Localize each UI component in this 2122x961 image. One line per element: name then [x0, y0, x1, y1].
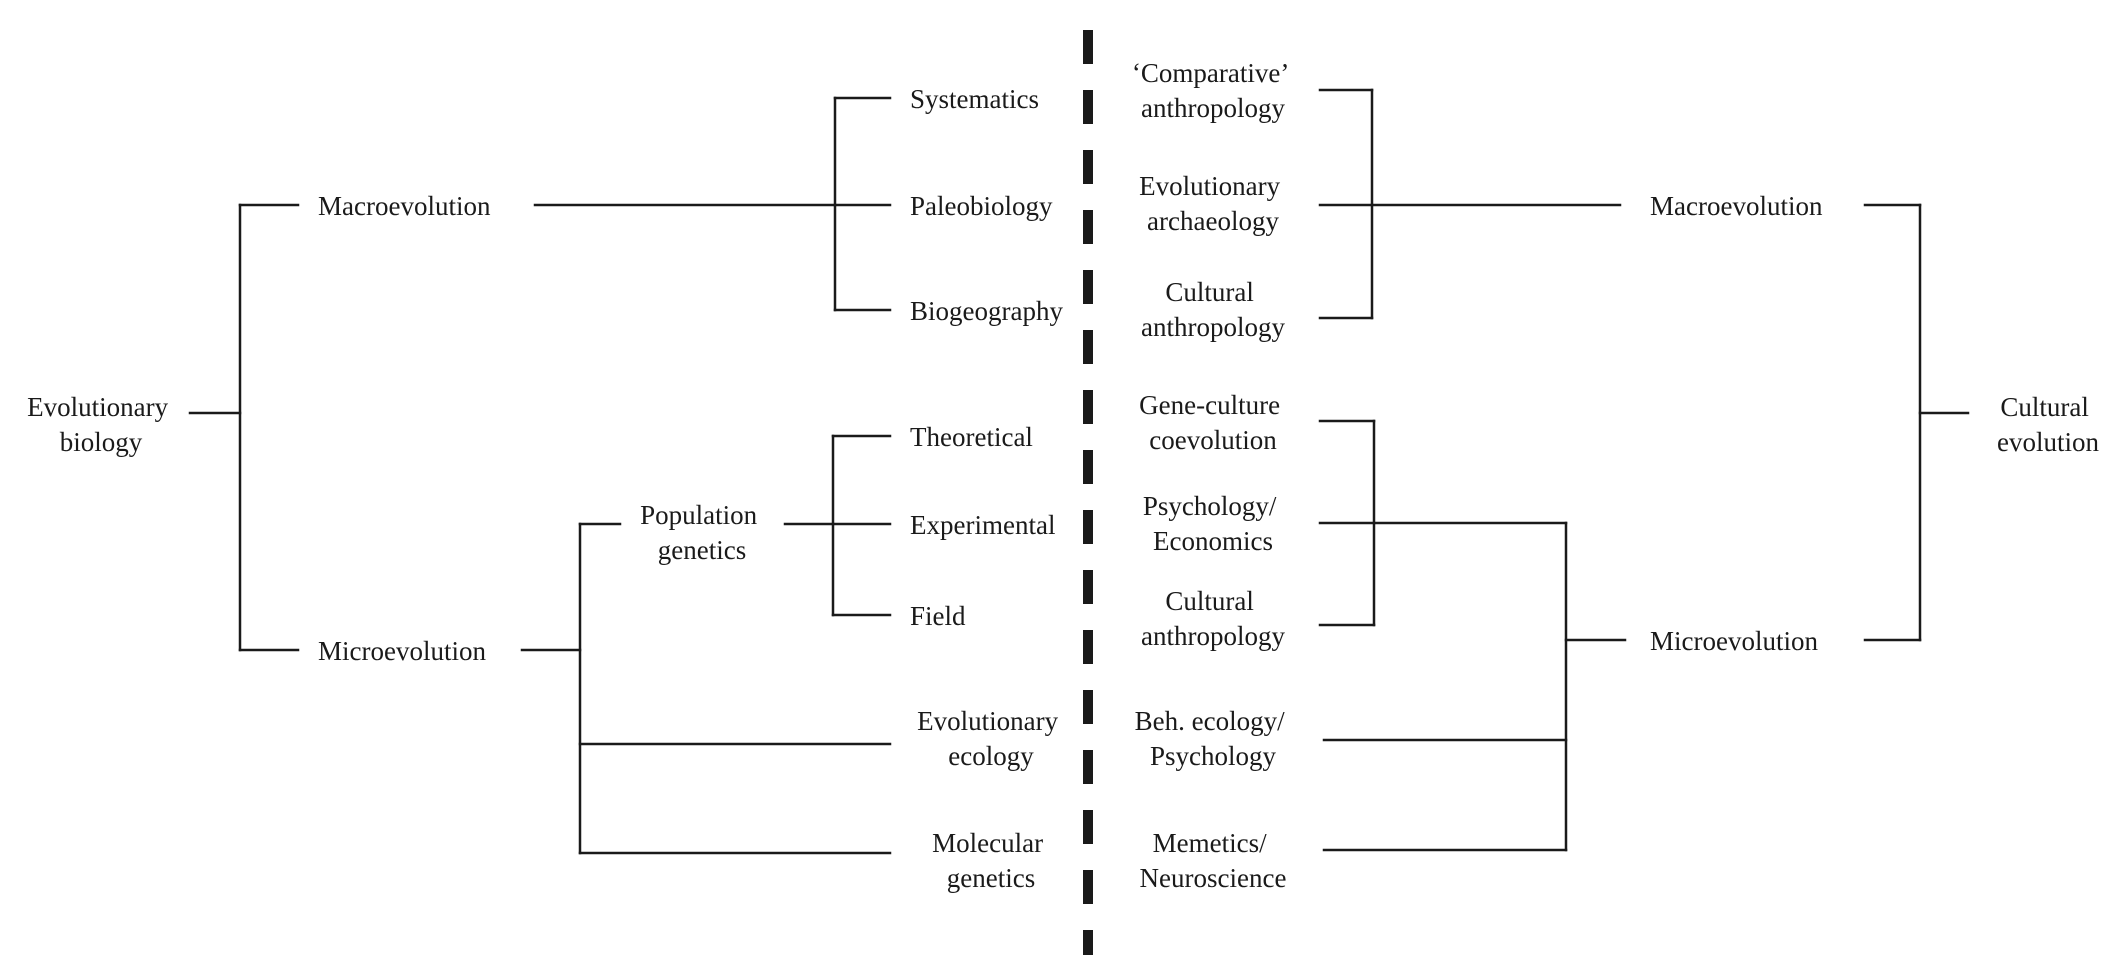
node-molecular-genetics: Molecular genetics [932, 828, 1050, 893]
node-line: Psychology [1150, 741, 1277, 771]
node-psychology-economics: Psychology/ Economics [1143, 491, 1283, 556]
node-line: Evolutionary [27, 392, 168, 422]
node-systematics: Systematics [910, 84, 1039, 114]
node-population-genetics: Population genetics [640, 500, 764, 565]
node-line: Neuroscience [1140, 863, 1287, 893]
node-line: genetics [947, 863, 1035, 893]
node-evolutionary-archaeology: Evolutionary archaeology [1139, 171, 1287, 236]
node-line: Evolutionary [917, 706, 1058, 736]
node-line: Evolutionary [1139, 171, 1280, 201]
node-line: anthropology [1141, 312, 1285, 342]
node-line: Psychology/ [1143, 491, 1277, 521]
node-line: archaeology [1147, 206, 1279, 236]
node-paleobiology: Paleobiology [910, 191, 1053, 221]
node-line: biology [60, 427, 143, 457]
node-biogeography: Biogeography [910, 296, 1063, 326]
node-memetics-neuroscience: Memetics/ Neuroscience [1140, 828, 1287, 893]
node-theoretical: Theoretical [910, 422, 1033, 452]
right-labels: ‘Comparative’ anthropology Evolutionary … [1132, 58, 2100, 893]
left-labels: Evolutionary biology Macroevolution Micr… [27, 84, 1065, 893]
node-line: coevolution [1149, 425, 1277, 455]
node-line: Cultural [2000, 392, 2089, 422]
node-line: evolution [1997, 427, 2099, 457]
node-comparative-anthropology: ‘Comparative’ anthropology [1132, 58, 1294, 123]
right-tree-connectors [1318, 88, 1970, 852]
node-experimental: Experimental [910, 510, 1055, 540]
node-beh-ecology-psychology: Beh. ecology/ Psychology [1135, 706, 1292, 771]
node-right-macroevolution: Macroevolution [1650, 191, 1823, 221]
node-line: anthropology [1141, 93, 1285, 123]
node-line: Beh. ecology/ [1135, 706, 1285, 736]
node-line: Cultural [1165, 586, 1254, 616]
node-line: Gene-culture [1139, 390, 1280, 420]
node-right-microevolution: Microevolution [1650, 626, 1818, 656]
node-evolutionary-ecology: Evolutionary ecology [917, 706, 1065, 771]
node-left-macroevolution: Macroevolution [318, 191, 491, 221]
node-line: ‘Comparative’ [1132, 58, 1287, 88]
node-cultural-anthropology-top: Cultural anthropology [1141, 277, 1285, 342]
node-line: genetics [658, 535, 746, 565]
node-line: Cultural [1165, 277, 1254, 307]
node-line: ecology [948, 741, 1034, 771]
node-line: Economics [1153, 526, 1273, 556]
node-evolutionary-biology: Evolutionary biology [27, 392, 175, 457]
node-line: Memetics/ [1153, 828, 1267, 858]
node-line: Population [640, 500, 758, 530]
node-left-microevolution: Microevolution [318, 636, 486, 666]
node-cultural-anthropology-bottom: Cultural anthropology [1141, 586, 1285, 651]
node-gene-culture-coevolution: Gene-culture coevolution [1139, 390, 1287, 455]
node-line: Molecular [932, 828, 1043, 858]
node-field: Field [910, 601, 966, 631]
left-tree-connectors [188, 96, 892, 855]
node-line: anthropology [1141, 621, 1285, 651]
node-cultural-evolution: Cultural evolution [1997, 392, 2099, 457]
